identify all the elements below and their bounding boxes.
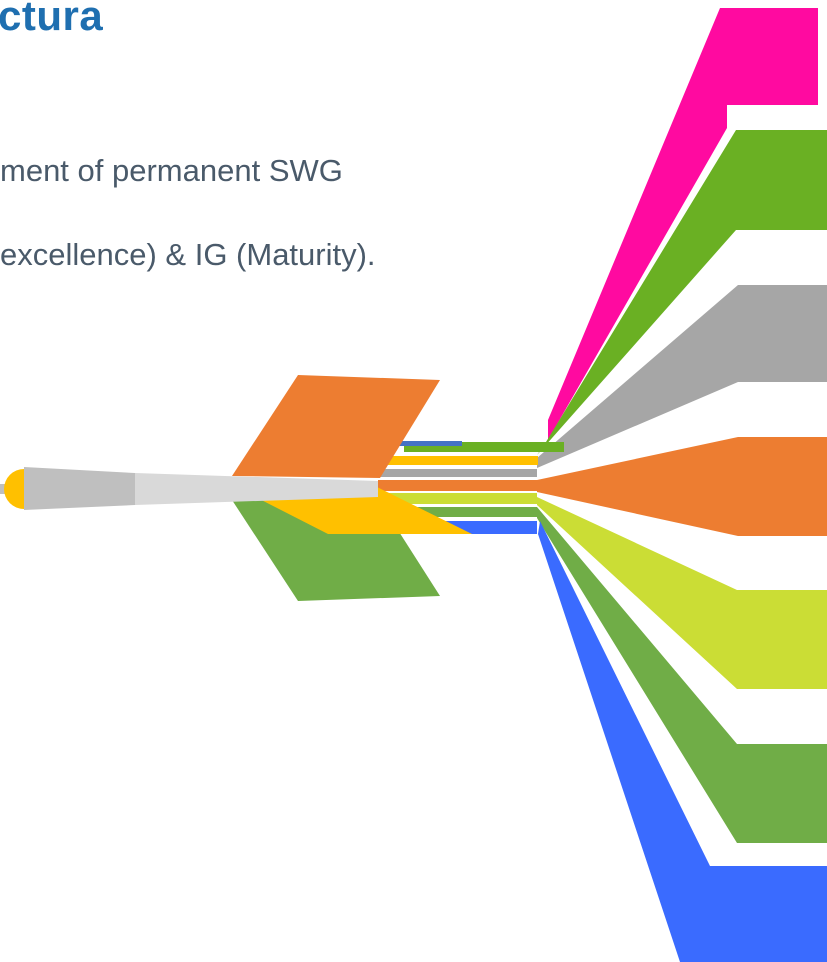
ribbon-orange <box>537 437 827 536</box>
ribbon-lime <box>537 497 827 689</box>
ribbon-magenta <box>548 8 818 440</box>
dart-tip-icon <box>4 469 24 509</box>
slide-title: ctura <box>0 0 104 39</box>
ribbon-olive-green <box>537 507 827 843</box>
ribbon-green <box>537 130 827 455</box>
body-text-line-2: excellence) & IG (Maturity). <box>0 237 376 272</box>
fletch-orange <box>232 375 440 478</box>
ribbon-gray <box>537 285 827 468</box>
ribbon-blue <box>538 521 827 962</box>
body-text-line-1: ment of permanent SWG <box>0 153 343 188</box>
dart-shaft <box>24 467 135 510</box>
